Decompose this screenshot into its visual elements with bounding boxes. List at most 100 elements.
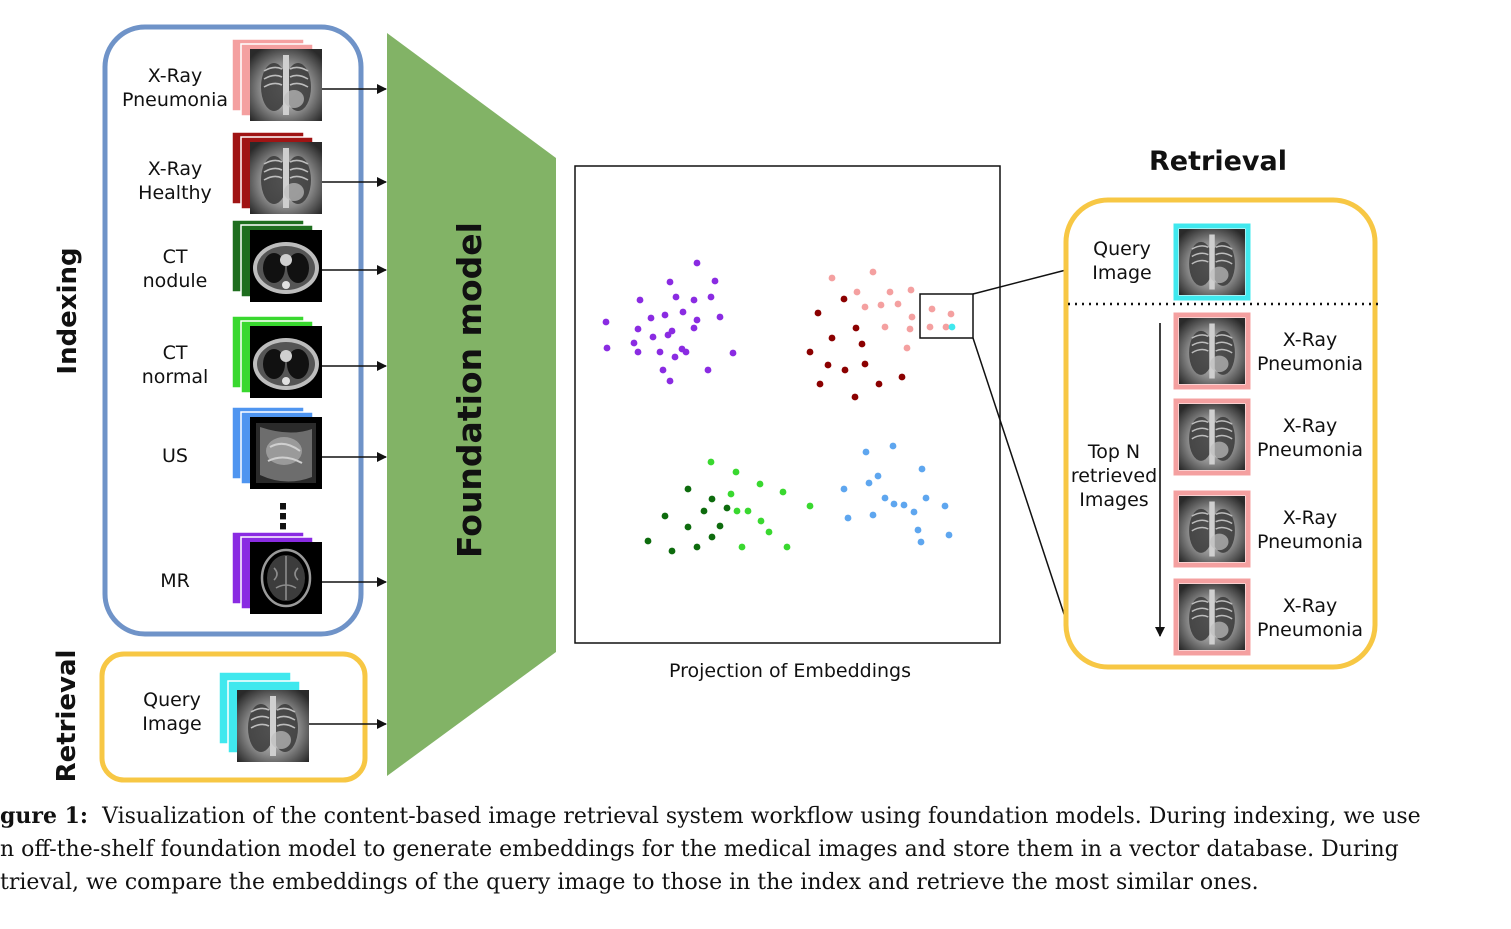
index-item-label-line: Healthy bbox=[138, 182, 212, 204]
embedding-point bbox=[649, 333, 657, 341]
zoom-box bbox=[919, 293, 974, 339]
embedding-point bbox=[765, 528, 773, 536]
embedding-point bbox=[914, 526, 922, 534]
retrieval-side-title: Retrieval bbox=[52, 650, 82, 783]
embedding-point bbox=[917, 538, 925, 546]
embedding-point bbox=[659, 366, 667, 374]
embedding-point bbox=[862, 448, 870, 456]
chest-xray-icon bbox=[1179, 584, 1245, 650]
embedding-point bbox=[727, 490, 735, 498]
index-item-label-line: X-Ray bbox=[148, 65, 203, 87]
embedding-point bbox=[634, 348, 642, 356]
embedding-point bbox=[690, 324, 698, 332]
chest-xray-icon bbox=[1179, 229, 1245, 295]
workflow-figure: Indexing Retrieval Foundation model X-Ra… bbox=[52, 24, 1378, 783]
embedding-point bbox=[865, 479, 873, 487]
zoom-connector-bottom bbox=[972, 337, 1067, 621]
top-n-label-line: Top N bbox=[1087, 441, 1140, 463]
caption-tag: gure 1: bbox=[0, 803, 89, 829]
embedding-point bbox=[779, 488, 787, 496]
index-item: MR bbox=[160, 531, 387, 614]
embedding-point bbox=[874, 472, 882, 480]
embedding-point bbox=[684, 485, 692, 493]
index-item-label-line: US bbox=[162, 445, 188, 467]
embedding-point bbox=[861, 360, 869, 368]
embedding-point bbox=[861, 303, 869, 311]
embedding-point bbox=[738, 543, 746, 551]
chest-xray-icon bbox=[250, 49, 322, 121]
result-image-frame bbox=[1173, 578, 1251, 656]
embedding-point bbox=[704, 366, 712, 374]
result-label-line: Pneumonia bbox=[1257, 619, 1363, 641]
foundation-model-label: Foundation model bbox=[450, 222, 489, 558]
embedding-point bbox=[711, 277, 719, 285]
embedding-point bbox=[783, 543, 791, 551]
embedding-point bbox=[945, 531, 953, 539]
foundation-model-block bbox=[387, 33, 556, 776]
embedding-point bbox=[906, 325, 914, 333]
embedding-point bbox=[947, 310, 955, 318]
embedding-point bbox=[708, 495, 716, 503]
brain-mri-icon bbox=[250, 542, 322, 614]
figure-caption: gure 1: Visualization of the content-bas… bbox=[0, 800, 1480, 899]
embedding-point bbox=[671, 353, 679, 361]
chest-xray-icon bbox=[237, 690, 309, 762]
embedding-point bbox=[869, 511, 877, 519]
embedding-point bbox=[757, 517, 765, 525]
indexing-title: Indexing bbox=[53, 247, 83, 374]
embedding-point bbox=[881, 323, 889, 331]
index-item-label-line: normal bbox=[142, 366, 209, 388]
query-label-line: Query bbox=[143, 689, 201, 711]
query-label-line: Image bbox=[142, 713, 202, 735]
embedding-point bbox=[729, 349, 737, 357]
chest-xray-icon bbox=[1179, 318, 1245, 384]
embedding-point bbox=[948, 323, 956, 331]
embedding-point bbox=[828, 334, 836, 342]
embedding-point bbox=[840, 485, 848, 493]
embedding-point bbox=[666, 377, 674, 385]
embedding-point bbox=[707, 293, 715, 301]
ultrasound-icon bbox=[250, 417, 322, 489]
caption-line-1: gure 1: Visualization of the content-bas… bbox=[0, 800, 1480, 833]
index-item-label-line: CT bbox=[163, 246, 188, 268]
ellipsis: ⋮ bbox=[266, 497, 300, 537]
embedding-point bbox=[634, 325, 642, 333]
index-items: X-RayPneumoniaX-RayHealthyCTnoduleCTnorm… bbox=[122, 38, 387, 614]
embedding-point bbox=[886, 288, 894, 296]
query-group-border bbox=[99, 651, 368, 783]
result-label-line: Pneumonia bbox=[1257, 353, 1363, 375]
embedding-point bbox=[672, 293, 680, 301]
chest-xray-icon bbox=[250, 142, 322, 214]
embedding-point bbox=[816, 380, 824, 388]
query-image-frame bbox=[1173, 223, 1251, 301]
embedding-point bbox=[693, 316, 701, 324]
embedding-point bbox=[744, 507, 752, 515]
index-item-label-line: MR bbox=[160, 570, 190, 592]
result-image-frame bbox=[1173, 490, 1251, 568]
embedding-point bbox=[941, 502, 949, 510]
chest-xray-icon bbox=[1179, 404, 1245, 470]
indexing-group-border bbox=[102, 24, 364, 637]
embedding-point bbox=[806, 348, 814, 356]
caption-line-3: trieval, we compare the embeddings of th… bbox=[0, 870, 1259, 895]
embedding-point bbox=[942, 323, 950, 331]
embedding-point bbox=[716, 313, 724, 321]
embedding-point bbox=[756, 480, 764, 488]
embedding-point bbox=[894, 300, 902, 308]
index-item: US bbox=[162, 406, 387, 489]
ct-scan-icon bbox=[250, 230, 322, 302]
zoom-connector-top bbox=[972, 269, 1067, 295]
